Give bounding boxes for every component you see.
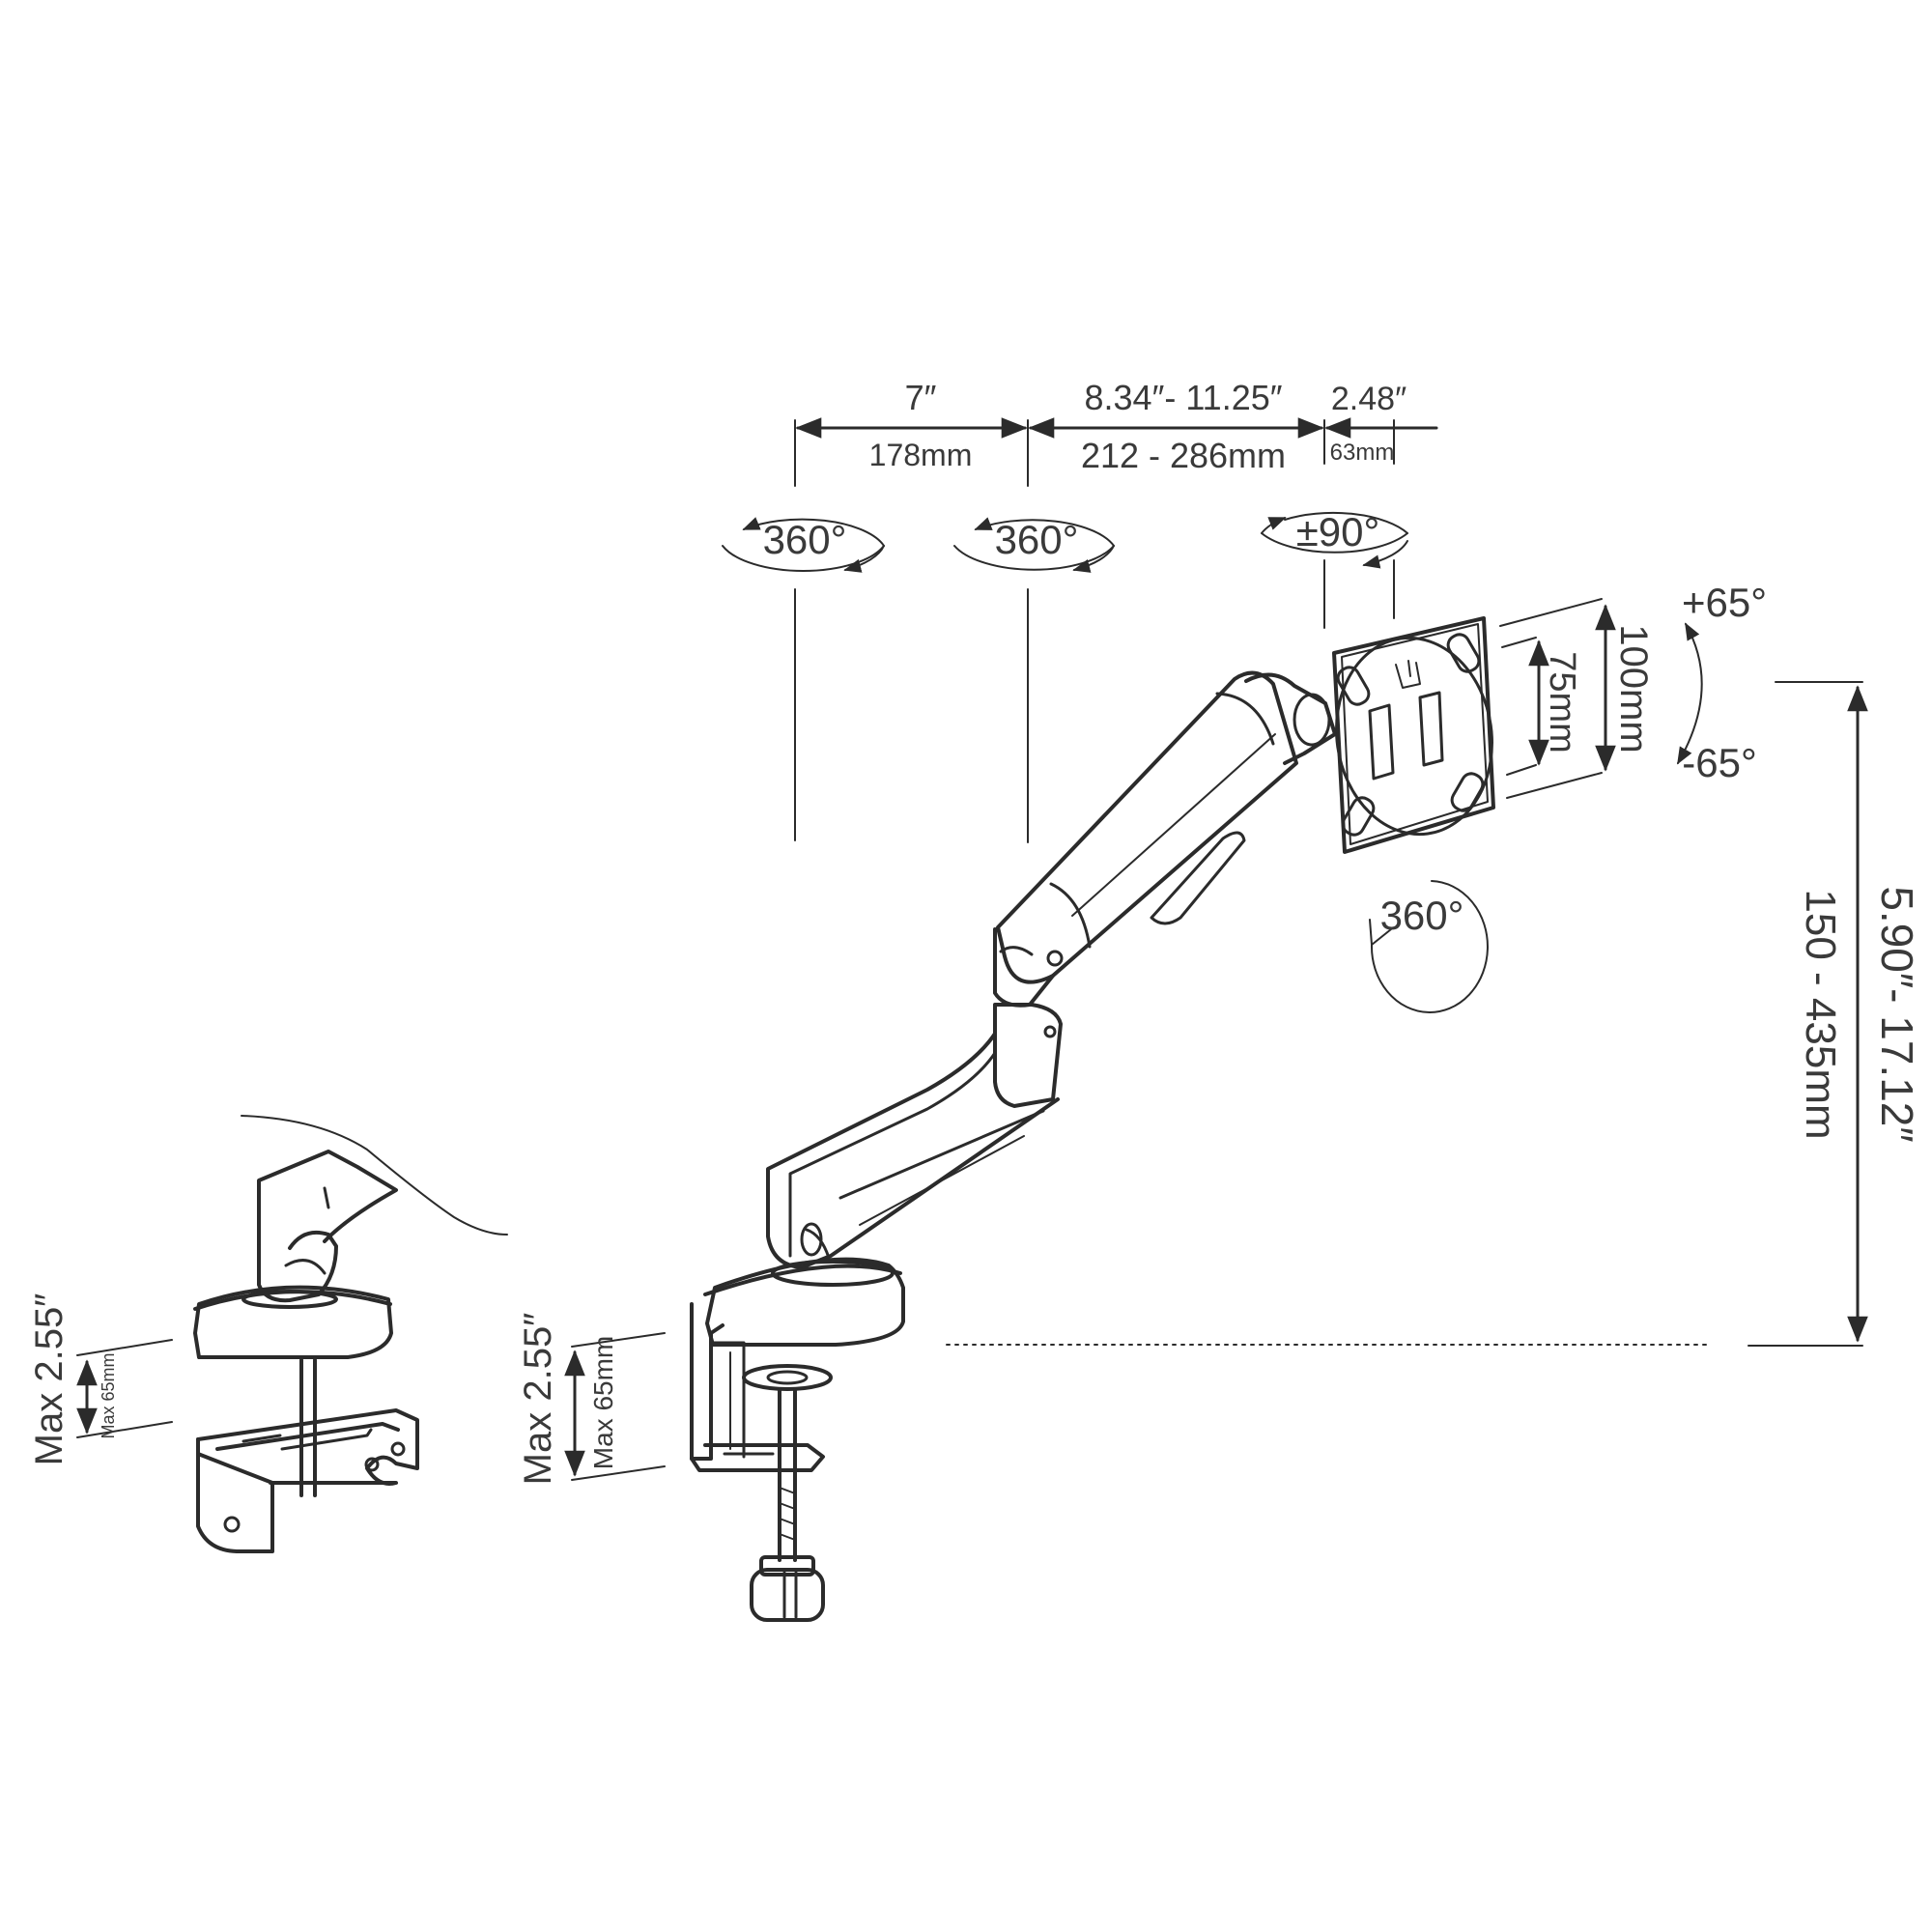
top-dimension-lines	[794, 417, 1438, 843]
swivel-rotation-label: ±90°	[1296, 509, 1380, 554]
center-clamp-dimension	[564, 1332, 666, 1481]
tilt-arrow-icon	[1677, 622, 1703, 765]
arm1-mm-label: 178mm	[869, 438, 973, 472]
height-dimension	[946, 681, 1868, 1347]
alt-clamp-detail	[193, 1115, 508, 1553]
base-rotation-label: 360°	[763, 517, 847, 562]
height-mm-label: 150 - 435mm	[1797, 889, 1844, 1139]
tilt-up-label: +65°	[1682, 580, 1767, 625]
center-clamp-inches-label: Max 2.55″	[517, 1313, 559, 1486]
height-inches-label: 5.90″- 17.12″	[1872, 886, 1922, 1142]
left-clamp-mm-label: Max 65mm	[99, 1352, 118, 1438]
swivel-rotation-icon	[1261, 511, 1408, 569]
head-mm-label: 63mm	[1330, 440, 1395, 466]
arm1-inches-label: 7″	[905, 378, 937, 417]
monitor-rotation-icon	[1369, 880, 1489, 1013]
vesa-inner-label: 75mm	[1542, 651, 1582, 753]
base-rotation-icon	[722, 517, 885, 573]
vesa-plate	[1332, 616, 1495, 854]
monitor-arm	[690, 670, 1337, 1622]
elbow-rotation-icon	[953, 517, 1115, 573]
left-clamp-dimension	[76, 1339, 173, 1438]
left-clamp-inches-label: Max 2.55″	[28, 1293, 71, 1466]
elbow-rotation-label: 360°	[995, 517, 1079, 562]
vesa-outer-label: 100mm	[1612, 624, 1655, 753]
monitor-rotation-label: 360°	[1380, 893, 1464, 938]
center-clamp-mm-label: Max 65mm	[588, 1336, 618, 1469]
vesa-dimension-lines	[1499, 598, 1616, 799]
arm2-inches-label: 8.34″- 11.25″	[1085, 378, 1283, 417]
arm2-mm-label: 212 - 286mm	[1081, 436, 1286, 475]
head-inches-label: 2.48″	[1331, 381, 1406, 417]
tilt-down-label: -65°	[1682, 740, 1757, 785]
